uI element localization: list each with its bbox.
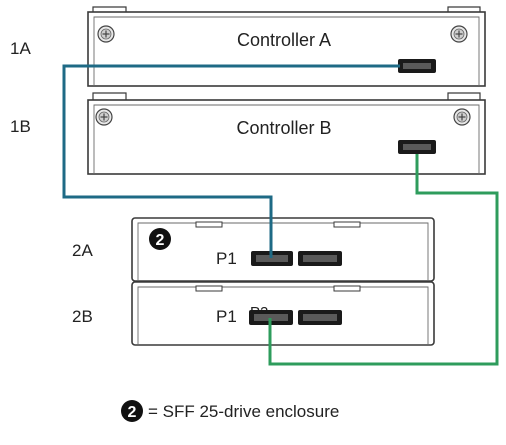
row-label-2a: 2A xyxy=(72,241,93,260)
controller-a-shelf: Controller A xyxy=(87,6,486,87)
controller-b-shelf: Controller B xyxy=(87,92,486,175)
controller-a-label: Controller A xyxy=(237,30,331,50)
screw-icon xyxy=(95,108,113,126)
row-label-1a: 1A xyxy=(10,39,31,58)
enclosure-badge-icon: 2 xyxy=(121,400,143,422)
row-label-1b: 1B xyxy=(10,117,31,136)
sas-port-icon xyxy=(298,310,342,325)
enclosure-module-2a: 2 P1 xyxy=(131,217,435,282)
cable-controller-a-to-2a xyxy=(62,64,400,258)
port-label-p1-2b: P1 xyxy=(216,307,237,326)
controller-b-label: Controller B xyxy=(236,118,331,138)
sas-port-icon xyxy=(249,310,293,325)
screw-icon xyxy=(97,25,115,43)
sas-port-icon xyxy=(251,251,293,266)
sas-port-icon xyxy=(398,59,436,73)
cable-controller-b-to-2b xyxy=(268,154,499,366)
sas-port-icon xyxy=(398,140,436,154)
enclosure-badge-number: 2 xyxy=(156,232,165,249)
screw-icon xyxy=(450,25,468,43)
screw-icon xyxy=(453,108,471,126)
legend-text: = SFF 25-drive enclosure xyxy=(148,402,339,421)
sas-port-icon xyxy=(298,251,342,266)
enclosure-module-2b: P1 P2 xyxy=(131,281,435,346)
port-label-p1-2a: P1 xyxy=(216,249,237,268)
legend: 2 = SFF 25-drive enclosure xyxy=(121,400,339,422)
enclosure-badge-icon: 2 xyxy=(149,228,171,250)
row-label-2b: 2B xyxy=(72,307,93,326)
legend-badge-number: 2 xyxy=(128,404,137,421)
